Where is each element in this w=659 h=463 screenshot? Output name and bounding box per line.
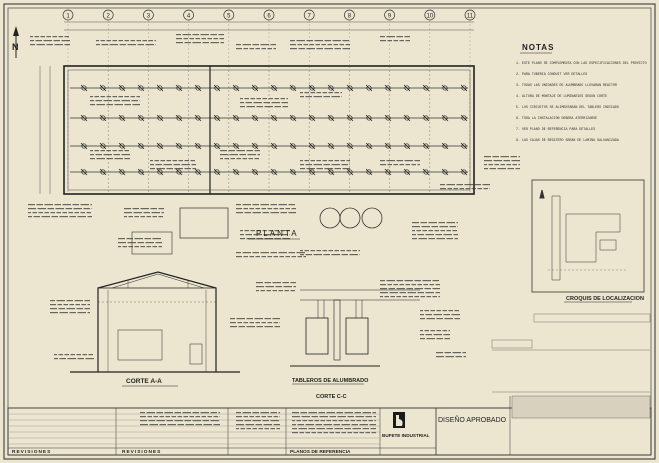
note-item: 6. TODA LA INSTALACION DEBERA ATERRIZARS…	[516, 116, 597, 120]
outer-border	[3, 3, 656, 460]
north-arrow: N	[12, 26, 19, 58]
grid-bubble-label: 3	[147, 14, 151, 20]
grid-bubble: 1	[62, 9, 74, 21]
company-name: BUFETE INDUSTRIAL	[382, 433, 430, 438]
planta-label: PLANTA	[256, 229, 299, 238]
grid-bubble: 11	[464, 9, 476, 21]
grid-bubble: 8	[344, 9, 355, 21]
corte-cc-label: CORTE C-C	[316, 394, 347, 400]
note-item: 8. LAS CAJAS DE REGISTRO SERAN DE LAMINA…	[516, 138, 619, 142]
grid-bubble-label: 7	[308, 14, 312, 20]
company-logo	[393, 412, 405, 428]
grid-bubble: 7	[303, 9, 315, 21]
corte-aa-label: CORTE A-A	[126, 378, 162, 385]
notes-block: NOTAS 1. ESTE PLANO SE COMPLEMENTA CON L…	[516, 43, 647, 142]
grid-bubble: 4	[183, 9, 194, 21]
note-item: 4. ALTURA DE MONTAJE DE LUMINARIOS SEGUN…	[516, 94, 607, 98]
note-item: 3. TODAS LAS UNIDADES DE ALUMBRADO LLEVA…	[516, 83, 617, 87]
note-item: 5. LOS CIRCUITOS SE ALIMENTARAN DEL TABL…	[516, 105, 619, 109]
grid-bubble: 10	[424, 9, 436, 21]
croquis-label: CROQUIS DE LOCALIZACION	[566, 296, 644, 302]
note-item: 7. VER PLANO DE REFERENCIA PARA DETALLES	[516, 127, 595, 131]
grid-bubble-label: 1	[66, 14, 70, 20]
tableros-label: TABLEROS DE ALUMBRADO	[292, 378, 369, 384]
north-label: N	[12, 42, 19, 52]
grid-bubble: 5	[223, 9, 235, 21]
section-aa	[70, 271, 240, 373]
grid-bubble-label: 4	[187, 14, 191, 20]
panel-section	[290, 289, 420, 367]
grid-bubble-label: 2	[107, 14, 111, 20]
note-item: 1. ESTE PLANO SE COMPLEMENTA CON LAS ESP…	[516, 61, 647, 65]
grid-bubble: 3	[143, 9, 154, 21]
planos-referencia: PLANOS DE REFERENCIA	[290, 449, 351, 455]
grid-bubble-label: 9	[388, 14, 392, 20]
note-item: 2. PARA TUBERIA CONDUIT VER DETALLES	[516, 72, 587, 76]
diseno-aprobado: DISEÑO APROBADO	[438, 415, 507, 424]
grid-bubble-label: 10	[426, 14, 433, 20]
location-sketch	[531, 179, 645, 293]
notes-title: NOTAS	[522, 43, 554, 52]
floor-plan	[39, 21, 475, 195]
title-block: REVISIONES REVISIONES PLANOS DE REFERENC…	[7, 395, 652, 456]
stamp-box	[511, 395, 651, 419]
grid-bubble-label: 8	[348, 14, 352, 20]
grid-bubble-label: 11	[467, 14, 474, 20]
grid-bubbles: 1 2 3 4 5 6 7 8 9 10 11	[62, 9, 476, 66]
grid-bubble: 2	[102, 9, 114, 21]
grid-bubble: 6	[263, 9, 275, 21]
revisiones-left: REVISIONES	[12, 449, 51, 455]
annotations	[28, 34, 520, 434]
grid-bubble-label: 6	[267, 14, 271, 20]
revisiones-right: REVISIONES	[122, 449, 161, 455]
tanks	[319, 207, 383, 229]
light-fixtures	[80, 84, 468, 176]
grid-bubble: 9	[384, 9, 395, 21]
grid-bubble-label: 5	[227, 14, 231, 20]
